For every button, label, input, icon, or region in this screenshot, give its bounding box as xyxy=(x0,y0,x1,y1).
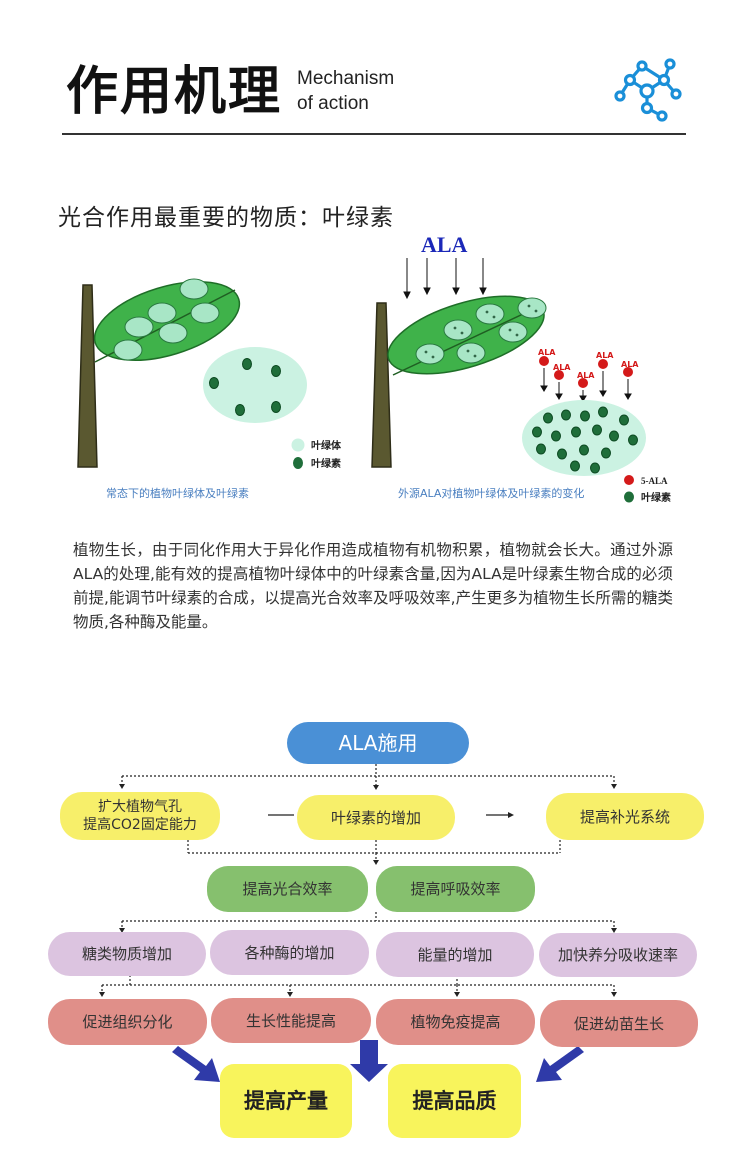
legend-label-chloroplast: 叶绿体 xyxy=(311,439,342,452)
legend-label-5ala: 5-ALA xyxy=(641,476,668,486)
page-title-en-line1: Mechanism xyxy=(297,68,395,89)
legend-label-chlorophyll: 叶绿素 xyxy=(311,457,341,470)
result-arrows xyxy=(161,1029,601,1082)
chlorophyll-illustration: 叶绿体 叶绿素 常态下的植物叶绿体及叶绿素 ALA xyxy=(77,232,671,504)
molecule-network-icon xyxy=(614,58,682,122)
page-title-en-line2: of action xyxy=(297,93,369,114)
flow-node-enzyme-increase: 各种酶的增加 xyxy=(210,930,369,975)
flow-node-seedling-growth: 促进幼苗生长 xyxy=(540,1000,698,1047)
result-increase-quality: 提高品质 xyxy=(388,1064,521,1138)
flow-node-plant-immunity: 植物免疫提高 xyxy=(376,999,535,1045)
flow-node-photosynthesis-efficiency: 提高光合效率 xyxy=(207,866,368,912)
left-plant: 叶绿体 叶绿素 常态下的植物叶绿体及叶绿素 xyxy=(77,278,342,500)
flow-node-energy-increase: 能量的增加 xyxy=(376,932,534,977)
flow-node-growth-performance: 生长性能提高 xyxy=(211,998,371,1043)
flow-node-nutrient-absorption: 加快养分吸收速率 xyxy=(539,933,697,977)
result-increase-yield: 提高产量 xyxy=(220,1064,352,1138)
small-ala-label: ALA xyxy=(538,348,556,357)
right-caption: 外源ALA对植物叶绿体及叶绿素的变化 xyxy=(398,486,584,500)
header-divider xyxy=(62,133,686,135)
ala-label: ALA xyxy=(421,232,468,257)
flow-node-ala-application: ALA施用 xyxy=(287,722,469,764)
small-ala-label: ALA xyxy=(596,351,614,360)
flow-node-chlorophyll-increase: 叶绿素的增加 xyxy=(297,795,455,840)
small-ala-label: ALA xyxy=(553,363,571,372)
section-subtitle: 光合作用最重要的物质：叶绿素 xyxy=(58,205,394,231)
flow-connectors xyxy=(99,764,617,1082)
small-ala-label: ALA xyxy=(577,371,595,380)
flow-node-respiration-efficiency: 提高呼吸效率 xyxy=(376,866,535,912)
page-title: 作用机理 xyxy=(66,62,283,122)
legend-label-chlorophyll-right: 叶绿素 xyxy=(641,491,671,504)
flow-node-expand-stomata: 扩大植物气孔 提高CO2固定能力 xyxy=(60,792,220,840)
description-paragraph: 植物生长，由于同化作用大于异化作用造成植物有机物积累，植物就会长大。通过外源AL… xyxy=(73,541,673,631)
flow-node-tissue-differentiation: 促进组织分化 xyxy=(48,999,207,1045)
flow-node-light-system: 提高补光系统 xyxy=(546,793,704,840)
left-caption: 常态下的植物叶绿体及叶绿素 xyxy=(106,486,249,500)
right-plant: ALA ALA ALA ALA ALA xyxy=(371,232,671,504)
small-ala-label: ALA xyxy=(621,360,639,369)
flow-node-sugar-increase: 糖类物质增加 xyxy=(48,932,206,976)
